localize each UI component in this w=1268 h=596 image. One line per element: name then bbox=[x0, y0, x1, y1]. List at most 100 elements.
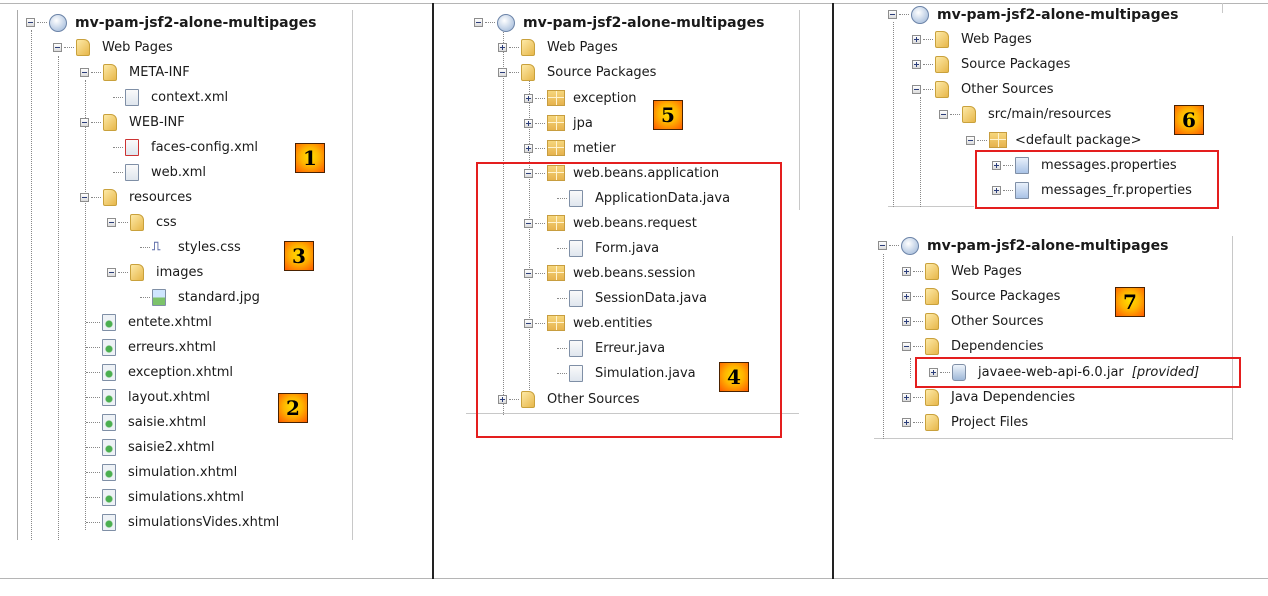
collapse-toggle[interactable] bbox=[107, 218, 116, 227]
tree-node-web-pages[interactable]: Web Pages bbox=[498, 35, 618, 60]
tree-node-source-packages[interactable]: Source Packages bbox=[902, 284, 1060, 309]
collapse-toggle[interactable] bbox=[524, 319, 533, 328]
tree-node-web-pages[interactable]: Web Pages bbox=[912, 27, 1032, 52]
tree-node-xhtml-page[interactable]: simulation.xhtml bbox=[86, 460, 237, 485]
tree-node-web-pages[interactable]: Web Pages bbox=[902, 259, 1022, 284]
tree-node-xhtml-page[interactable]: simulations.xhtml bbox=[86, 485, 244, 510]
tree-node-package-exception[interactable]: exception bbox=[524, 86, 637, 111]
expand-toggle[interactable] bbox=[929, 368, 938, 377]
collapse-toggle[interactable] bbox=[53, 43, 62, 52]
tree-border bbox=[1222, 3, 1223, 13]
tree-node-project[interactable]: mv-pam-jsf2-alone-multipages bbox=[878, 233, 1168, 258]
tree-node-source-packages[interactable]: Source Packages bbox=[498, 60, 656, 85]
tree-node-project-files[interactable]: Project Files bbox=[902, 410, 1028, 435]
collapse-toggle[interactable] bbox=[524, 269, 533, 278]
tree-node-erreur-java[interactable]: Erreur.java bbox=[557, 336, 665, 361]
tree-node-standard-jpg[interactable]: standard.jpg bbox=[140, 285, 260, 310]
expand-toggle[interactable] bbox=[524, 94, 533, 103]
tree-node-other-sources[interactable]: Other Sources bbox=[912, 77, 1053, 102]
tree-node-package-web-entities[interactable]: web.entities bbox=[524, 311, 652, 336]
expand-toggle[interactable] bbox=[902, 267, 911, 276]
expand-toggle[interactable] bbox=[902, 292, 911, 301]
tree-node-xhtml-page[interactable]: layout.xhtml bbox=[86, 385, 210, 410]
package-icon bbox=[547, 214, 565, 233]
java-class-icon bbox=[569, 289, 587, 308]
tree-node-simulation-java[interactable]: Simulation.java bbox=[557, 361, 696, 386]
expand-toggle[interactable] bbox=[498, 43, 507, 52]
tree-node-xhtml-page[interactable]: exception.xhtml bbox=[86, 360, 233, 385]
tree-node-application-data-java[interactable]: ApplicationData.java bbox=[557, 186, 730, 211]
tree-node-images[interactable]: images bbox=[107, 260, 203, 285]
tree-node-javaee-web-api-jar[interactable]: javaee-web-api-6.0.jar [provided] bbox=[929, 360, 1199, 385]
collapse-toggle[interactable] bbox=[107, 268, 116, 277]
package-icon bbox=[989, 131, 1007, 150]
tree-node-default-package[interactable]: <default package> bbox=[966, 128, 1142, 153]
tree-node-styles-css[interactable]: ⎍ styles.css bbox=[140, 235, 241, 260]
tree-node-project[interactable]: mv-pam-jsf2-alone-multipages bbox=[888, 2, 1178, 27]
tree-node-package-jpa[interactable]: jpa bbox=[524, 111, 593, 136]
tree-node-src-main-resources[interactable]: src/main/resources bbox=[939, 102, 1111, 127]
collapse-toggle[interactable] bbox=[878, 241, 887, 250]
tree-node-messages-fr-properties[interactable]: messages_fr.properties bbox=[992, 178, 1192, 203]
tree-node-other-sources[interactable]: Other Sources bbox=[902, 309, 1043, 334]
tree-node-xhtml-page[interactable]: erreurs.xhtml bbox=[86, 335, 216, 360]
tree-node-web-xml[interactable]: web.xml bbox=[113, 160, 206, 185]
tree-node-project[interactable]: mv-pam-jsf2-alone-multipages bbox=[26, 10, 316, 35]
annotation-badge: 7 bbox=[1115, 287, 1145, 317]
tree-node-faces-config[interactable]: faces-config.xml bbox=[113, 135, 258, 160]
collapse-toggle[interactable] bbox=[524, 219, 533, 228]
expand-toggle[interactable] bbox=[912, 35, 921, 44]
collapse-toggle[interactable] bbox=[474, 18, 483, 27]
deployment-descriptor-icon bbox=[125, 163, 143, 182]
collapse-toggle[interactable] bbox=[26, 18, 35, 27]
expand-toggle[interactable] bbox=[902, 418, 911, 427]
tree-node-source-packages[interactable]: Source Packages bbox=[912, 52, 1070, 77]
annotation-badge: 5 bbox=[653, 100, 683, 130]
tree-node-meta-inf[interactable]: META-INF bbox=[80, 60, 190, 85]
tree-node-package-metier[interactable]: metier bbox=[524, 136, 616, 161]
package-icon bbox=[547, 139, 565, 158]
tree-node-messages-properties[interactable]: messages.properties bbox=[992, 153, 1177, 178]
tree-node-package-web-beans-request[interactable]: web.beans.request bbox=[524, 211, 697, 236]
tree-node-web-inf[interactable]: WEB-INF bbox=[80, 110, 185, 135]
expand-toggle[interactable] bbox=[912, 60, 921, 69]
expand-toggle[interactable] bbox=[992, 161, 1001, 170]
tree-node-project[interactable]: mv-pam-jsf2-alone-multipages bbox=[474, 10, 764, 35]
collapse-toggle[interactable] bbox=[524, 169, 533, 178]
collapse-toggle[interactable] bbox=[902, 342, 911, 351]
expand-toggle[interactable] bbox=[498, 395, 507, 404]
collapse-toggle[interactable] bbox=[966, 136, 975, 145]
tree-node-xhtml-page[interactable]: simulationsVides.xhtml bbox=[86, 510, 279, 535]
tree-node-context-xml[interactable]: context.xml bbox=[113, 85, 228, 110]
dependencies-folder-icon bbox=[925, 388, 943, 407]
collapse-toggle[interactable] bbox=[80, 118, 89, 127]
tree-node-form-java[interactable]: Form.java bbox=[557, 236, 659, 261]
tree-node-xhtml-page[interactable]: entete.xhtml bbox=[86, 310, 212, 335]
expand-toggle[interactable] bbox=[902, 317, 911, 326]
tree-node-xhtml-page[interactable]: saisie2.xhtml bbox=[86, 435, 214, 460]
tree-node-dependencies[interactable]: Dependencies bbox=[902, 334, 1044, 359]
tree-node-package-web-beans-session[interactable]: web.beans.session bbox=[524, 261, 696, 286]
folder-icon bbox=[962, 105, 980, 124]
tree-node-css[interactable]: css bbox=[107, 210, 177, 235]
expand-toggle[interactable] bbox=[992, 186, 1001, 195]
collapse-toggle[interactable] bbox=[498, 68, 507, 77]
tree-node-resources[interactable]: resources bbox=[80, 185, 192, 210]
expand-toggle[interactable] bbox=[524, 119, 533, 128]
expand-toggle[interactable] bbox=[902, 393, 911, 402]
collapse-toggle[interactable] bbox=[888, 10, 897, 19]
collapse-toggle[interactable] bbox=[80, 68, 89, 77]
collapse-toggle[interactable] bbox=[912, 85, 921, 94]
expand-toggle[interactable] bbox=[524, 144, 533, 153]
tree-node-xhtml-page[interactable]: saisie.xhtml bbox=[86, 410, 206, 435]
folder-icon bbox=[103, 188, 121, 207]
tree-node-web-pages[interactable]: Web Pages bbox=[53, 35, 173, 60]
java-class-icon bbox=[569, 189, 587, 208]
tree-node-package-web-beans-application[interactable]: web.beans.application bbox=[524, 161, 719, 186]
tree-node-session-data-java[interactable]: SessionData.java bbox=[557, 286, 707, 311]
tree-node-other-sources[interactable]: Other Sources bbox=[498, 387, 639, 412]
properties-file-icon bbox=[1015, 156, 1033, 175]
collapse-toggle[interactable] bbox=[80, 193, 89, 202]
collapse-toggle[interactable] bbox=[939, 110, 948, 119]
tree-node-java-dependencies[interactable]: Java Dependencies bbox=[902, 385, 1075, 410]
